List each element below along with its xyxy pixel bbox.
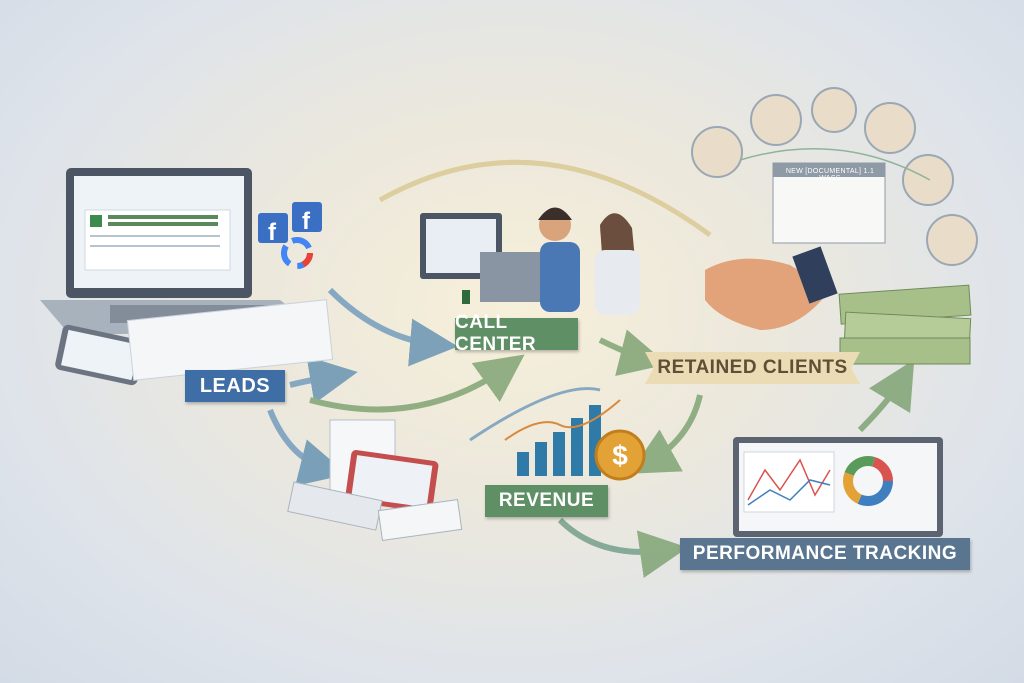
client-avatar-icon [902,154,954,206]
revenue-label: REVENUE [485,485,608,517]
client-avatar-icon [864,102,916,154]
client-avatar-icon [926,214,978,266]
performance-tracking-label: PERFORMANCE TRACKING [680,538,970,570]
flow-arrows [267,159,915,578]
handshake-icon [705,246,838,330]
calendar-icon [772,162,886,244]
cash-stack-icon [838,284,972,365]
facebook-icon: f [292,202,322,235]
client-avatars [691,87,978,266]
phone-icon [55,324,145,386]
facebook-icon: f [258,213,288,246]
svg-text:f: f [268,219,277,246]
calendar-title: NEW [DOCUMENTAL] 1.1 WASS [785,168,875,182]
client-avatar-icon [750,94,802,146]
google-icon [281,237,313,269]
client-avatar-icon [691,126,743,178]
bar-chart-icon [504,399,621,476]
svg-text:f: f [302,208,311,235]
retained-clients-label: RETAINED CLIENTS [645,352,860,384]
call-center-label: CALL CENTER [455,312,578,355]
dollar-coin-icon: $ [594,429,646,481]
headset-agent-icon [420,207,640,315]
dashboard-monitor-icon [733,437,943,537]
tablet-icon [287,419,463,541]
svg-text:$: $ [612,440,628,471]
leads-label: LEADS [185,370,285,402]
client-avatar-icon [811,87,857,133]
document-icon [126,299,334,381]
